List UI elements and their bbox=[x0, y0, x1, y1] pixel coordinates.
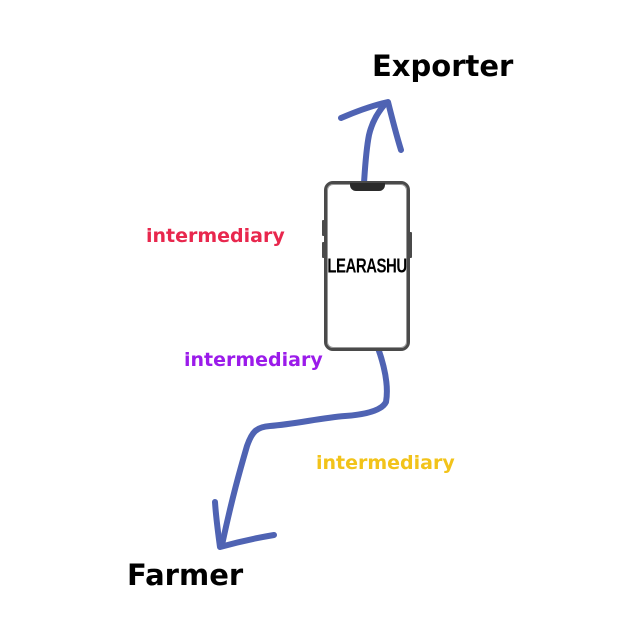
arrow-up-icon bbox=[361, 101, 388, 186]
arrow-down-icon bbox=[219, 345, 390, 548]
farmer-label: Farmer bbox=[127, 558, 244, 592]
arrow-down-head bbox=[212, 499, 277, 550]
phone-side-button bbox=[409, 232, 412, 258]
arrow-up-head bbox=[338, 99, 404, 153]
exporter-label: Exporter bbox=[372, 49, 514, 83]
phone-side-button bbox=[322, 220, 325, 236]
intermediary-label-1: intermediary bbox=[146, 225, 285, 247]
phone-side-button bbox=[322, 242, 325, 258]
intermediary-label-3: intermediary bbox=[316, 452, 455, 474]
intermediary-label-2: intermediary bbox=[184, 349, 323, 371]
phone-notch bbox=[350, 183, 385, 191]
smartphone-icon: LEARASHU bbox=[322, 181, 412, 351]
phone-screen-text: LEARASHU bbox=[327, 255, 407, 278]
